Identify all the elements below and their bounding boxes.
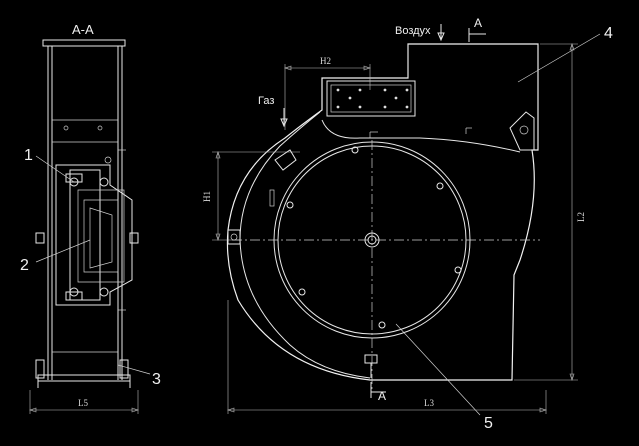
callout-1: 1: [24, 147, 33, 164]
section-title: А-А: [72, 22, 94, 37]
dim-h2: H2: [320, 56, 331, 66]
dim-l3: L3: [424, 398, 434, 408]
callout-3: 3: [152, 371, 161, 388]
callout-4: 4: [604, 25, 613, 42]
callout-5: 5: [484, 415, 493, 432]
section-mark-bottom: А: [378, 389, 386, 403]
gas-label: Газ: [258, 95, 274, 107]
dim-l5: L5: [78, 398, 88, 408]
air-label: Воздух: [395, 25, 431, 37]
section-mark-top: А: [474, 16, 482, 30]
callout-2: 2: [20, 257, 29, 274]
section-view-a-a: А-А: [20, 22, 161, 414]
dim-h1: H1: [202, 191, 212, 202]
front-view: Воздух А Газ H2: [202, 16, 613, 432]
dim-l2: L2: [576, 212, 586, 222]
